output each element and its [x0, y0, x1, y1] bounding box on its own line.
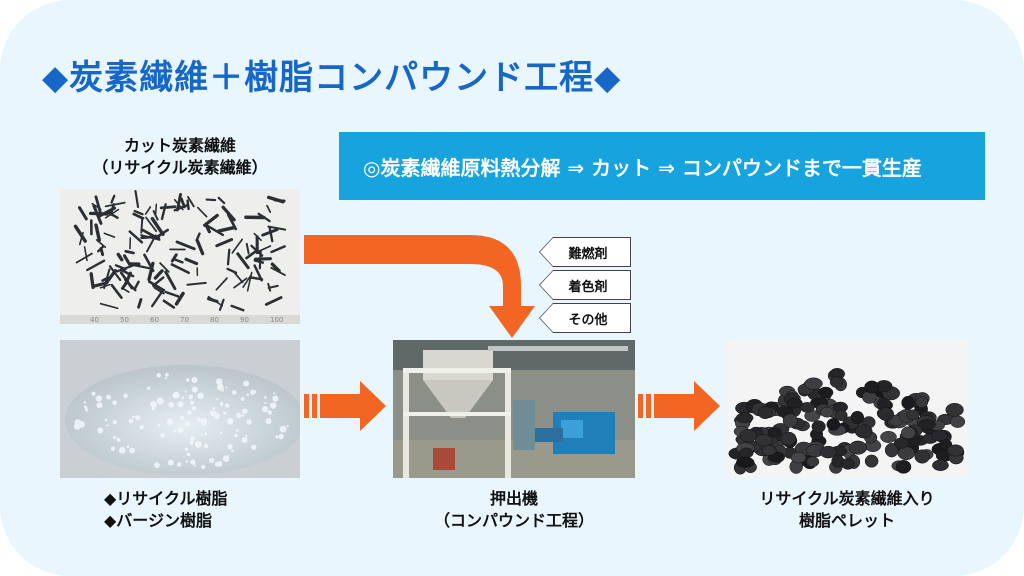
- virgin-resin-label: ◆バージン樹脂: [104, 511, 212, 530]
- pellets-photo: [726, 340, 968, 478]
- svg-text:80: 80: [210, 316, 219, 324]
- additive-tag-other: その他: [539, 303, 631, 333]
- extruder-caption: 押出機 （コンパウンド工程）: [393, 488, 635, 532]
- additive-tag-colorant: 着色剤: [539, 270, 631, 300]
- svg-text:90: 90: [240, 316, 249, 324]
- cut-fiber-label: カット炭素繊維: [123, 136, 236, 155]
- process-banner: ◎炭素繊維原料熱分解 ⇒ カット ⇒ コンパウンドまで一貫生産: [339, 132, 985, 200]
- cut-carbon-fiber-photo: 40 50 60 70 80 90 100: [60, 189, 300, 324]
- pellet-label: リサイクル炭素繊維入り: [759, 489, 935, 508]
- cut-fiber-sublabel: （リサイクル炭素繊維）: [92, 158, 268, 177]
- svg-text:100: 100: [270, 316, 283, 324]
- extruder-label: 押出機: [489, 489, 538, 508]
- resin-feed-arrow: [304, 381, 386, 431]
- svg-text:60: 60: [150, 316, 159, 324]
- output-arrow: [638, 381, 720, 431]
- extruder-photo: [393, 340, 635, 478]
- svg-text:50: 50: [120, 316, 129, 324]
- resin-caption: ◆リサイクル樹脂 ◆バージン樹脂: [104, 488, 304, 532]
- additive-tag-flame-retardant: 難燃剤: [539, 237, 631, 267]
- compound-process-label: （コンパウンド工程）: [433, 511, 594, 530]
- cut-fiber-caption: カット炭素繊維 （リサイクル炭素繊維）: [60, 135, 300, 179]
- slide-title: ◆炭素繊維＋樹脂コンパウンド工程◆: [42, 58, 622, 98]
- pellet-sublabel: 樹脂ペレット: [798, 511, 895, 530]
- pellet-caption: リサイクル炭素繊維入り 樹脂ペレット: [726, 488, 968, 532]
- svg-text:70: 70: [180, 316, 189, 324]
- svg-text:40: 40: [90, 316, 99, 324]
- recycled-resin-label: ◆リサイクル樹脂: [104, 489, 228, 508]
- fiber-feed-arrow: [304, 235, 535, 338]
- resin-granules-photo: [60, 340, 300, 478]
